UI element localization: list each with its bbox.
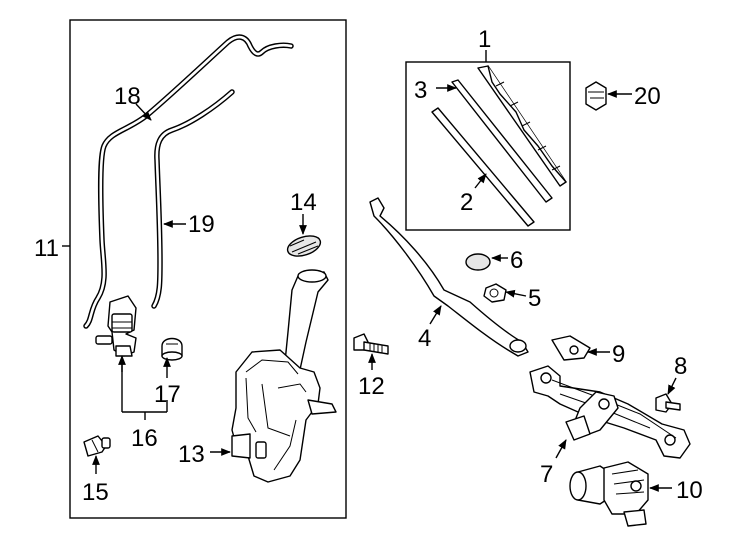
callout-18-leader (135, 103, 152, 121)
callout-4: 4 (418, 325, 431, 352)
callout-2-leader (474, 173, 487, 189)
callout-10: 10 (676, 477, 703, 504)
callout-8-leader (667, 377, 677, 395)
wiper-linkage (529, 365, 691, 459)
callout-5-leader (505, 289, 527, 298)
linkage-bracket (551, 335, 591, 361)
callout-12: 12 (358, 373, 385, 400)
reservoir-cap (286, 235, 322, 257)
callout-16: 16 (131, 425, 158, 452)
mounting-bolt (353, 333, 389, 355)
callout-19: 19 (188, 211, 215, 238)
callout-8: 8 (674, 353, 687, 380)
wiper-motor (569, 461, 649, 527)
callout-15: 15 (82, 479, 109, 506)
callout-18: 18 (114, 83, 141, 110)
washer-connector (83, 435, 111, 457)
washer-reservoir (231, 269, 337, 483)
wiper-blade-frame (405, 61, 571, 231)
callout-11: 11 (34, 235, 59, 262)
callout-3: 3 (414, 77, 427, 104)
callout-7-leader (555, 439, 567, 459)
wiper-arm (369, 197, 529, 357)
callout-2: 2 (460, 189, 473, 216)
callout-4-leader (429, 305, 442, 325)
wiper-blade-insert-2 (431, 107, 535, 227)
linkage-bolt (655, 393, 681, 413)
washer-hose-18 (83, 34, 294, 329)
callout-14: 14 (290, 189, 317, 216)
pump-grommet (161, 337, 183, 361)
wiper-blade-refill-3 (451, 79, 553, 203)
callout-7: 7 (540, 461, 553, 488)
washer-pump (95, 295, 137, 357)
arm-nut-cap (465, 253, 491, 271)
washer-nozzle (585, 81, 607, 111)
callout-17: 17 (154, 381, 181, 408)
callout-13: 13 (178, 441, 205, 468)
washer-hose-19 (151, 89, 235, 309)
callout-1: 1 (478, 26, 491, 53)
washer-system-frame (69, 19, 347, 519)
wiper-blade-assembly (477, 65, 567, 187)
arm-nut (483, 283, 507, 303)
callout-20: 20 (634, 83, 661, 110)
callout-6: 6 (510, 247, 523, 274)
callout-9: 9 (612, 341, 625, 368)
callout-5: 5 (528, 285, 541, 312)
